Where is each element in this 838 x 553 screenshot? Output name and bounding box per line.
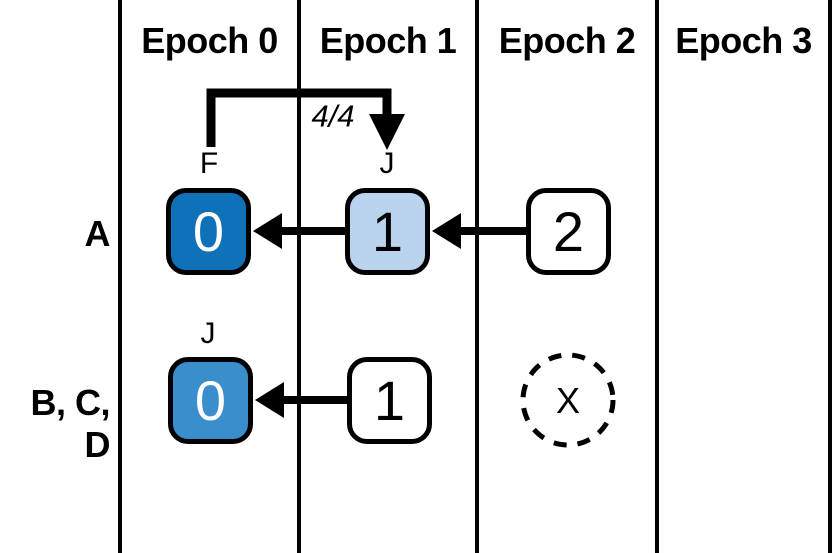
- epoch-divider-1-2: [475, 0, 479, 553]
- tag-row-a-epoch0: F: [199, 147, 219, 180]
- epoch-divider-0-1: [297, 0, 301, 553]
- node-row-a-epoch2-value: 2: [552, 199, 585, 263]
- transfer-count-annotation: 4/4: [311, 98, 355, 134]
- arrow-a1-to-a0-head: [253, 213, 282, 249]
- node-row-a-epoch1: 1: [345, 188, 430, 275]
- node-row-bcd-epoch1: 1: [347, 357, 432, 444]
- arrow-b1-to-b0-head: [255, 382, 284, 418]
- epoch-divider-left: [118, 0, 122, 553]
- epoch-header-2: Epoch 2: [498, 20, 636, 61]
- node-row-a-epoch1-value: 1: [371, 199, 404, 263]
- missing-node-x-label: X: [555, 380, 581, 421]
- epoch-divider-right: [828, 0, 832, 553]
- promotion-arrow-head: [369, 114, 405, 150]
- tag-row-a-epoch1: J: [379, 147, 395, 180]
- arrow-a2-to-a1-head: [432, 213, 461, 249]
- node-row-a-epoch0: 0: [166, 188, 251, 275]
- node-row-bcd-epoch0-value: 0: [194, 368, 227, 432]
- promotion-arrow-line: [206, 88, 392, 147]
- node-row-a-epoch2: 2: [526, 188, 611, 275]
- node-row-a-epoch0-value: 0: [192, 199, 225, 263]
- tag-row-bcd-epoch0: J: [200, 317, 216, 350]
- epoch-header-0: Epoch 0: [141, 20, 278, 61]
- epoch-divider-2-3: [655, 0, 659, 553]
- row-label-a: A: [84, 213, 111, 254]
- missing-node-dashed-circle: [520, 352, 616, 448]
- node-row-bcd-epoch1-value: 1: [373, 368, 406, 432]
- epoch-header-1: Epoch 1: [319, 20, 457, 61]
- epoch-header-3: Epoch 3: [675, 20, 812, 61]
- row-label-bcd: B, C, D: [30, 382, 110, 465]
- node-row-bcd-epoch0: 0: [168, 357, 253, 444]
